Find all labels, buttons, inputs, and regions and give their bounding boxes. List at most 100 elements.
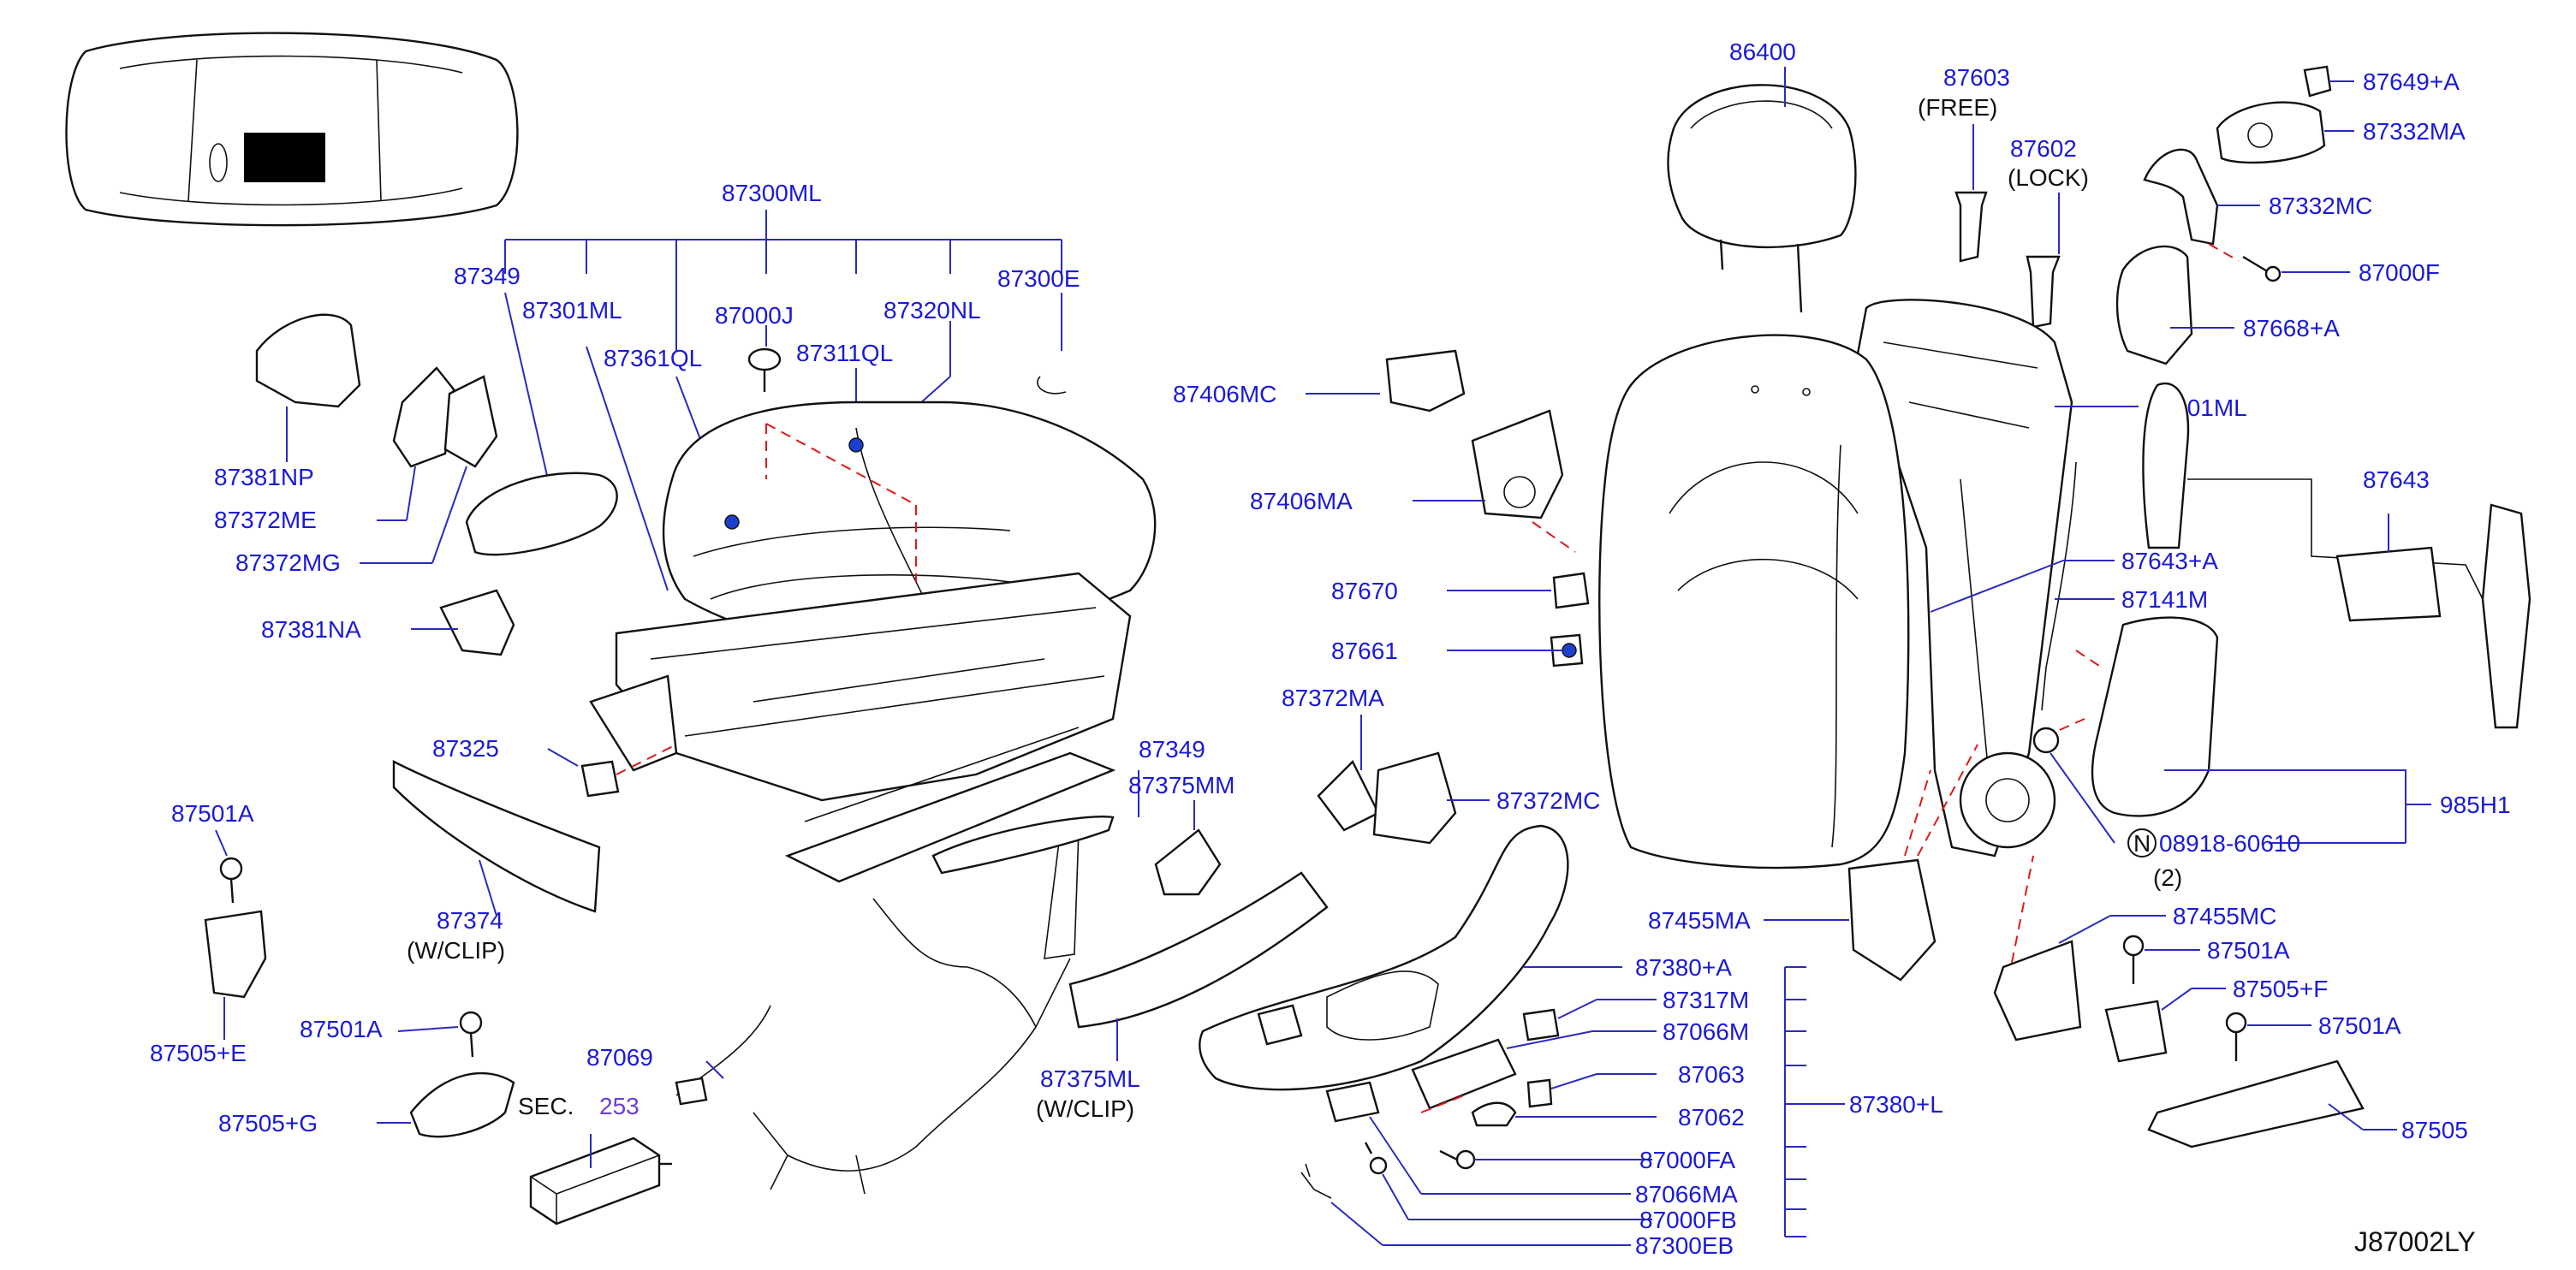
cover-87375MM-icon	[1154, 828, 1222, 896]
label-87066M: 87066M	[1663, 1018, 1749, 1045]
finisher-87372MA-icon	[1317, 759, 1380, 832]
label-86400: 86400	[1729, 39, 1796, 65]
bolt-icon	[459, 1011, 483, 1058]
headrest-guide-lock-icon	[2026, 255, 2061, 329]
label-08918-circle: N	[2133, 830, 2151, 857]
label-87603-note: (FREE)	[1918, 94, 1997, 121]
cover-87505-icon	[2147, 1059, 2365, 1148]
label-87505G: 87505+G	[218, 1110, 318, 1136]
label-87372MA: 87372MA	[1282, 685, 1384, 711]
trim-87349-mid-icon	[931, 816, 1115, 875]
bolt-icon	[2225, 1012, 2247, 1061]
label-87375MM: 87375MM	[1128, 772, 1235, 798]
label-sec: SEC.	[518, 1093, 574, 1119]
label-08918: 08918-60610	[2159, 830, 2300, 857]
outer-finisher-icon	[1199, 824, 1569, 1091]
screw-icon	[1439, 1149, 1476, 1170]
label-87501A-l2: 87501A	[300, 1016, 383, 1042]
label-87372ME: 87372ME	[214, 507, 317, 533]
label-87372MC: 87372MC	[1496, 787, 1600, 814]
cover-87505F-icon	[2104, 1000, 2168, 1063]
label-87406MC: 87406MC	[1173, 381, 1276, 407]
shield-87381NA-icon	[439, 589, 515, 656]
label-87649A: 87649+A	[2363, 68, 2460, 95]
switch-87066M-icon	[1411, 1038, 1517, 1110]
clip-cap-icon	[2303, 65, 2332, 98]
pad-87670-icon	[1552, 572, 1590, 609]
label-87505E: 87505+E	[150, 1040, 247, 1066]
label-87380A: 87380+A	[1635, 954, 1732, 981]
cable-87141M-icon	[2041, 461, 2077, 711]
label-87311QL: 87311QL	[796, 340, 893, 366]
label-87062: 87062	[1678, 1104, 1745, 1131]
label-87300E: 87300E	[997, 265, 1080, 292]
label-87501A-r2: 87501A	[2318, 1012, 2401, 1039]
label-87603: 87603	[1943, 64, 2010, 91]
air-bag-module-icon	[2335, 546, 2442, 622]
cover-87455MC-icon	[1993, 940, 2082, 1042]
label-985H1: 985H1	[2440, 792, 2511, 818]
recliner-lever-icon	[2115, 245, 2193, 365]
label-87381NA: 87381NA	[261, 616, 361, 643]
label-87406MA: 87406MA	[1250, 488, 1353, 514]
hog-ring-icon	[1037, 376, 1067, 395]
label-87455MA: 87455MA	[1648, 907, 1751, 934]
label-87000FB: 87000FB	[1639, 1207, 1737, 1233]
diagram-code: J87002LY	[2354, 1226, 2476, 1257]
label-87361QL: 87361QL	[604, 345, 702, 371]
label-87375ML: 87375ML	[1040, 1065, 1140, 1092]
recliner-knob-cover-icon	[2216, 101, 2326, 164]
label-87661: 87661	[1331, 638, 1398, 664]
label-87300ML: 87300ML	[722, 180, 822, 206]
label-87320NL: 87320NL	[883, 297, 981, 323]
label-87375ML-note: (W/CLIP)	[1036, 1095, 1134, 1122]
side-board-icon	[2142, 383, 2190, 549]
screw-icon	[1364, 1142, 1388, 1175]
bolt-icon	[219, 857, 243, 904]
label-87300EB: 87300EB	[1635, 1232, 1734, 1259]
label-87349-top: 87349	[454, 263, 521, 289]
label-87381NP: 87381NP	[214, 464, 314, 490]
label-87643A: 87643+A	[2121, 548, 2218, 574]
block-87325-icon	[580, 760, 620, 798]
seatback-cover-icon	[1598, 334, 1910, 869]
label-87332MC: 87332MC	[2269, 193, 2372, 219]
label-87602: 87602	[2010, 135, 2077, 162]
pushpin-icon	[747, 347, 782, 392]
label-87000F: 87000F	[2359, 259, 2440, 286]
bolt-icon	[2122, 935, 2145, 984]
knob-87062-icon	[1471, 1101, 1517, 1127]
label-87325: 87325	[432, 735, 499, 762]
label-87643: 87643	[2363, 466, 2430, 493]
finisher-87374-icon	[392, 760, 601, 913]
nut-icon	[2032, 727, 2060, 754]
label-87372MG: 87372MG	[235, 549, 341, 576]
pad-87349-icon	[465, 472, 618, 556]
label-87501A-l1: 87501A	[171, 800, 254, 827]
label-87668A: 87668+A	[2243, 315, 2340, 341]
finisher-87372ME-icon	[392, 366, 455, 468]
knob-87063-icon	[1526, 1078, 1553, 1108]
label-87380L: 87380+L	[1849, 1091, 1943, 1118]
label-87349-mid: 87349	[1139, 736, 1205, 763]
label-87374: 87374	[437, 907, 503, 934]
shield-outer-icon	[1471, 409, 1564, 519]
label-87505: 87505	[2401, 1117, 2468, 1143]
label-87063: 87063	[1678, 1061, 1745, 1088]
label-87501A-r1: 87501A	[2207, 937, 2290, 964]
label-87374-note: (W/CLIP)	[407, 937, 505, 964]
screw-icon	[2242, 255, 2282, 282]
cover-87455MA-icon	[1847, 858, 1936, 982]
label-87332MA: 87332MA	[2363, 118, 2466, 145]
knob-87317M-icon	[1522, 1008, 1560, 1042]
label-87301ML: 87301ML	[522, 297, 622, 323]
label-87505F: 87505+F	[2233, 976, 2328, 1002]
label-87455MC: 87455MC	[2173, 903, 2276, 929]
label-87141M: 87141M	[2121, 586, 2208, 613]
shield-87381NP-icon	[255, 313, 361, 408]
label-87602-note: (LOCK)	[2008, 164, 2089, 191]
seat-frame-icon	[589, 572, 1132, 883]
label-87066MA: 87066MA	[1635, 1181, 1738, 1208]
control-module-icon	[529, 1136, 672, 1225]
